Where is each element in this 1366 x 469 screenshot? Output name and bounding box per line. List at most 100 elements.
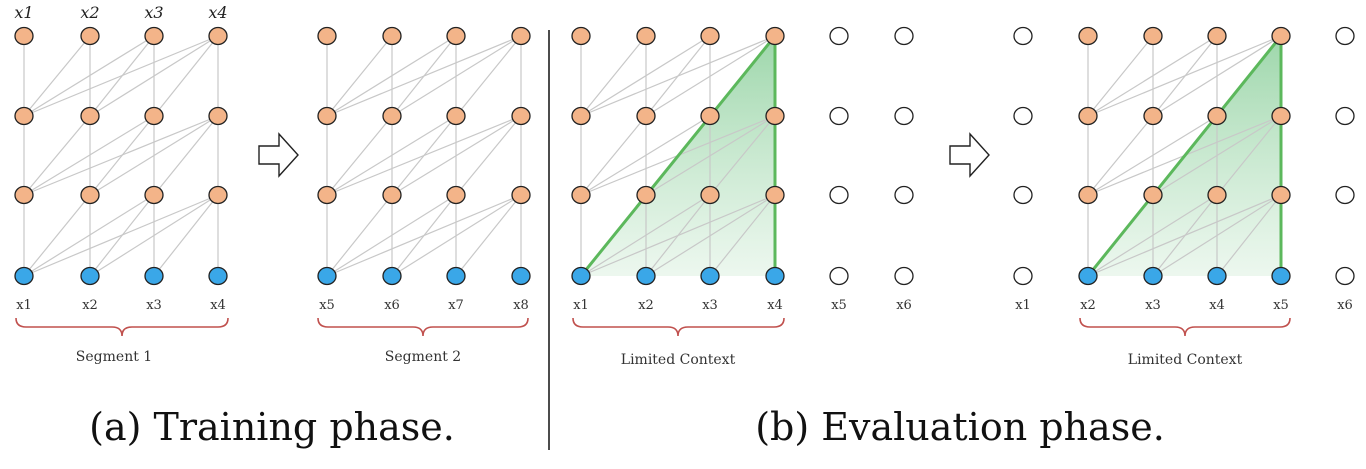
hidden-node [1143,26,1163,46]
connection-edge [89,35,219,117]
connection-edge [326,115,457,196]
connection-edge [580,35,647,117]
hidden-node [382,26,402,46]
empty-node [1013,185,1033,205]
empty-node [1013,266,1033,286]
hidden-node [700,106,720,126]
connection-edge [580,194,776,277]
input-label: x1 [16,298,32,313]
empty-node [894,266,914,286]
empty-node [894,106,914,126]
hidden-node [317,185,337,205]
input-label: x1 [1015,298,1031,313]
phase-caption-evaluation: (b) Evaluation phase. [755,405,1165,449]
hidden-node [765,26,785,46]
input-label: x4 [1209,298,1225,313]
hidden-node [571,185,591,205]
empty-node [1013,106,1033,126]
arrow-right-icon [258,132,299,178]
hidden-node [700,26,720,46]
hidden-node [446,26,466,46]
input-label: x4 [767,298,783,313]
input-label: x7 [448,298,464,313]
input-node [571,266,591,286]
connection-edge [1087,194,1282,277]
connection-edge [23,35,155,117]
connection-edge [1216,115,1282,196]
context-fill-layer [581,36,1281,276]
connection-edge [23,115,91,196]
empty-node [1335,266,1355,286]
input-node [208,266,228,286]
input-node [80,266,100,286]
connection-edge [1087,115,1154,196]
input-label: x1 [573,298,589,313]
input-node [14,266,34,286]
hidden-node [511,185,531,205]
input-node [511,266,531,286]
connection-edge [391,194,522,277]
connection-edge [326,35,393,117]
input-label: x2 [82,298,98,313]
connection-edge [23,115,155,196]
connection-edge [23,194,219,277]
connection-edge [23,194,155,277]
connection-edge [326,194,457,277]
hidden-node [144,185,164,205]
connection-edge [1152,194,1282,277]
segment-caption: Segment 1 [76,349,152,365]
hidden-node [80,26,100,46]
node-layer [14,26,1355,286]
connection-edge [391,35,522,117]
hidden-node [1078,106,1098,126]
edge-layer [23,35,1282,277]
hidden-node [80,185,100,205]
connection-edge [455,194,522,277]
connection-edge [89,194,219,277]
hidden-node [382,185,402,205]
connection-edge [709,194,776,277]
hidden-node [317,26,337,46]
connection-edge [645,115,776,196]
connection-edge [326,35,457,117]
connection-edge [326,115,522,196]
empty-node [1335,26,1355,46]
brace [317,317,529,337]
hidden-node [1078,185,1098,205]
connection-edge [326,115,393,196]
hidden-node [208,26,228,46]
input-node [636,266,656,286]
input-node [144,266,164,286]
connection-edge [645,194,776,277]
hidden-node [636,185,656,205]
empty-node [1013,26,1033,46]
top-label: x1 [14,3,33,22]
hidden-node [636,26,656,46]
input-label: x6 [384,298,400,313]
top-labels: x1 x2 x3 x4 [14,3,227,22]
input-node [382,266,402,286]
empty-node [894,185,914,205]
connection-edge [709,115,776,196]
connection-edge [391,115,522,196]
hidden-node [208,106,228,126]
connection-edge [153,115,219,196]
hidden-node [765,106,785,126]
connection-edge [1087,194,1218,277]
input-label: x5 [319,298,335,313]
hidden-node [446,106,466,126]
connection-edge [153,194,219,277]
hidden-node [571,106,591,126]
input-node [1207,266,1227,286]
top-label: x2 [80,3,99,22]
connection-edge [23,35,91,117]
connection-edge [455,115,522,196]
input-label: x3 [146,298,162,313]
connection-edge [326,194,393,277]
connection-edge [89,115,219,196]
connection-edge [1087,35,1218,117]
connection-edge [23,35,219,117]
connection-edge [1152,35,1282,117]
hidden-node [1271,185,1291,205]
